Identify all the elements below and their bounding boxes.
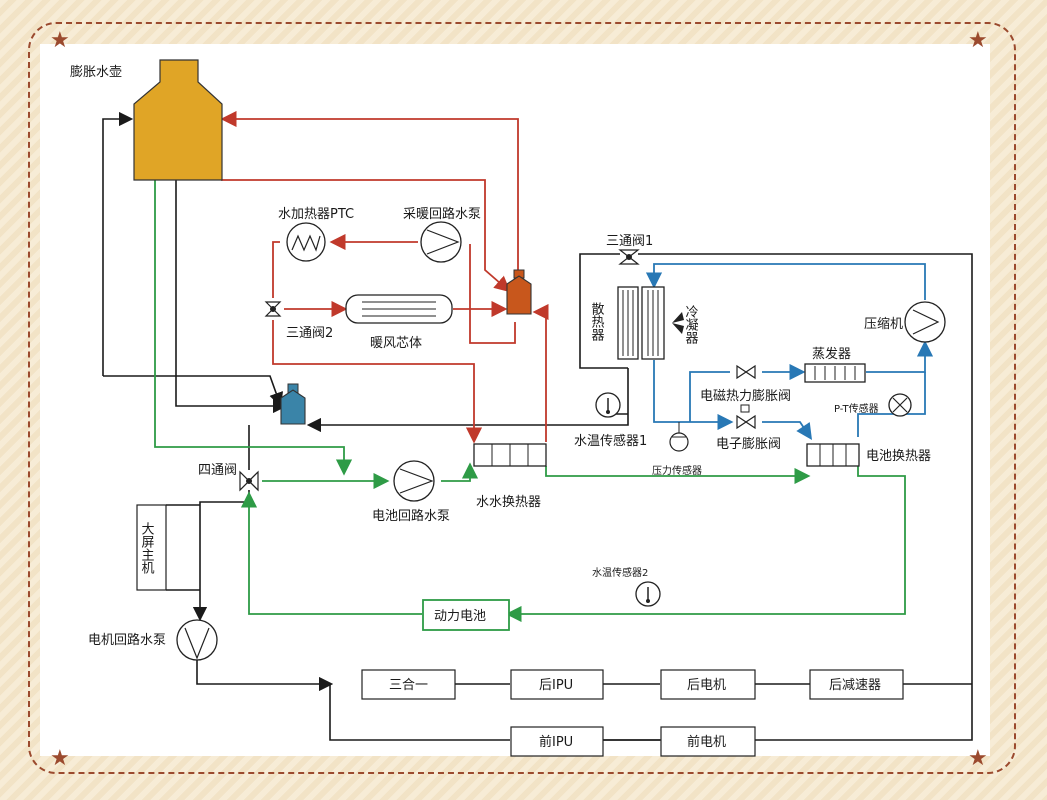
pressure-sensor-icon [669,422,689,452]
ptc-heater-label: 水加热器PTC [278,207,354,222]
water-temp-sensor-2-icon [635,581,661,607]
radiator-label: 散热器 [589,302,605,342]
water-water-hx-icon [473,443,547,467]
battery-chiller-label: 电池换热器 [866,449,931,464]
pt-sensor-icon [888,393,912,417]
star-decoration: ★ [50,746,70,771]
motor-loop-pipes [102,111,973,741]
rear-motor-label: 后电机 [687,678,726,693]
electronic-valve-label: 电子膨胀阀 [716,437,781,452]
front-motor-label: 前电机 [687,734,726,750]
coolant-valve-icon [280,383,306,425]
three-way-valve-1-icon [618,249,640,265]
rear-reducer-box [809,669,904,700]
water-water-hx-label: 水水换热器 [476,495,541,510]
pt-sensor-label: P-T传感器 [834,402,879,415]
solenoid-valve-icon [736,364,756,380]
rear-reducer-label: 后减速器 [829,678,881,693]
battery-pump-label: 电池回路水泵 [372,508,450,524]
front-ipu-label: 前IPU [539,734,573,750]
electronic-expansion-valve-icon [736,404,756,430]
condenser-label: 冷凝器 [683,305,699,345]
three-way-valve-2-icon [264,301,282,317]
three-in-one-label: 三合一 [389,678,428,693]
heating-pump-label: 采暖回路水泵 [403,206,481,222]
heater-core-icon [345,294,453,324]
heating-pump-icon [420,221,462,263]
rear-ipu-label: 后IPU [539,678,573,693]
condenser-icon [641,286,665,360]
evaporator-icon [804,363,866,383]
heater-valve-icon [506,269,532,315]
four-way-valve-icon [239,470,259,492]
rear-ipu-box [510,669,604,700]
compressor-label: 压缩机 [864,316,903,332]
solenoid-valve-label: 电磁热力膨胀阀 [700,389,791,404]
radiator-icon [617,286,639,360]
decorative-border [28,22,1016,774]
water-temp-sensor-1-icon [595,392,621,418]
three-in-one-box [361,669,456,700]
motor-pump-label: 电机回路水泵 [88,632,166,648]
battery-chiller-icon [806,443,860,467]
motor-pump-icon [176,619,218,661]
rear-motor-box [660,669,756,700]
water-temp-sensor-2-label: 水温传感器2 [592,566,648,579]
compressor-icon [904,301,946,343]
front-ipu-box [510,726,604,757]
head-unit-box [136,504,167,591]
three-way-valve-1-label: 三通阀1 [606,234,653,249]
front-motor-box [660,726,756,757]
refrigerant-loop-pipes [645,263,934,440]
power-battery-label: 动力电池 [434,609,486,624]
expansion-tank [133,59,223,181]
power-battery-box [422,599,510,631]
head-unit-label: 大屏主机 [139,522,155,575]
battery-loop-pipes [154,180,906,623]
expansion-tank-label: 膨胀水壶 [70,65,122,80]
star-decoration: ★ [968,746,988,771]
fan-icon [672,312,684,334]
heater-core-label: 暖风芯体 [370,336,422,351]
water-temp-sensor-1-label: 水温传感器1 [574,433,647,449]
pressure-sensor-label: 压力传感器 [652,464,702,477]
battery-pump-icon [393,460,435,502]
evaporator-label: 蒸发器 [812,346,851,362]
heating-loop-pipes [220,110,549,444]
three-way-valve-2-label: 三通阀2 [286,326,333,341]
star-decoration: ★ [50,28,70,53]
star-decoration: ★ [968,28,988,53]
four-way-valve-label: 四通阀 [198,463,237,478]
ptc-heater-icon [286,222,326,262]
